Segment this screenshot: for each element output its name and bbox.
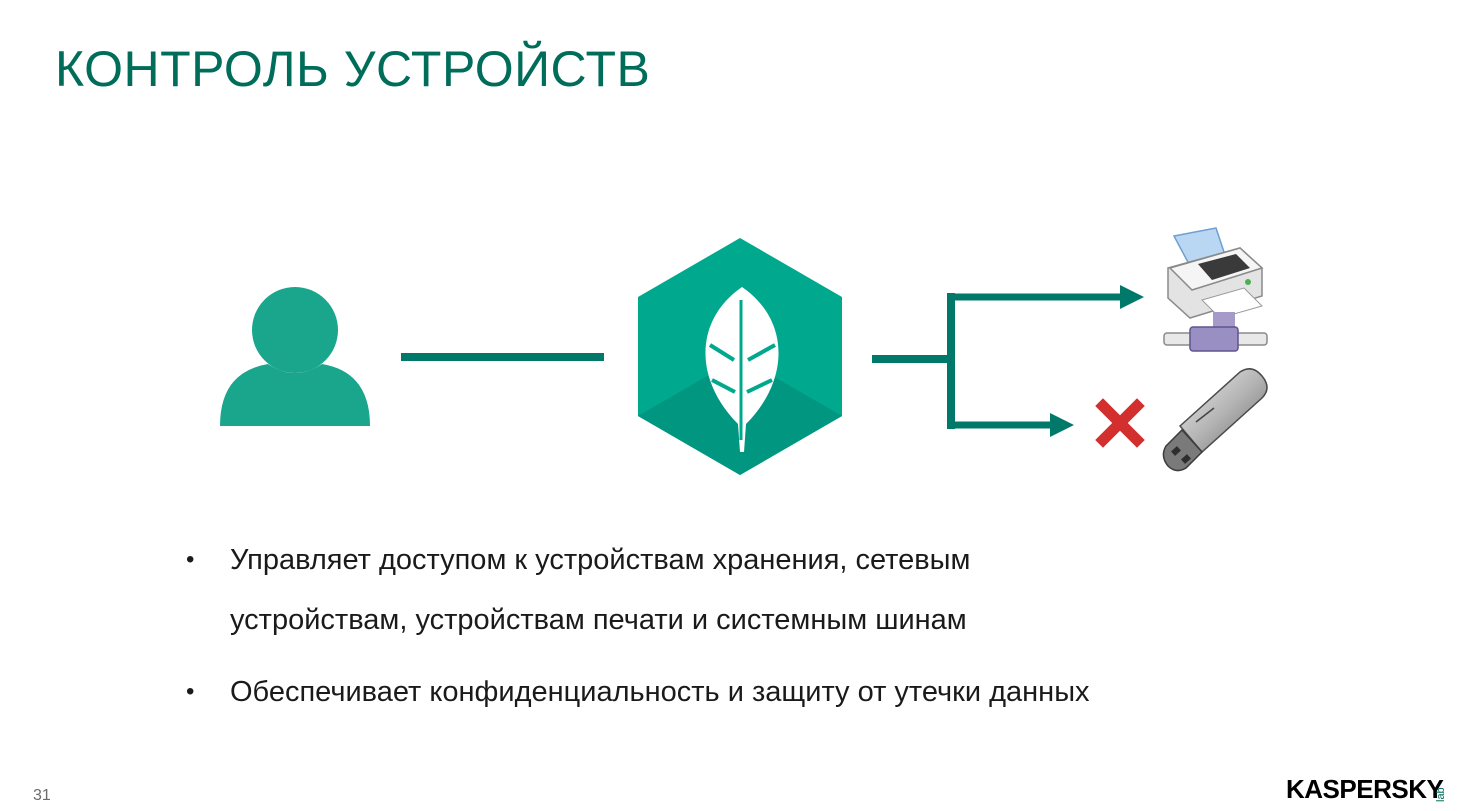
blocked-x-icon	[1095, 398, 1145, 448]
arrow-bottom-icon	[1050, 413, 1074, 437]
bullet-text-line: устройствам, устройствам печати и систем…	[230, 604, 967, 636]
logo-text: KASPERSKY	[1286, 774, 1443, 804]
network-printer-icon	[1163, 227, 1268, 352]
page-number: 31	[33, 787, 51, 804]
bullet-text-line: Обеспечивает конфиденциальность и защиту…	[230, 676, 1090, 708]
bullet-list: • Управляет доступом к устройствам хране…	[180, 530, 1280, 722]
user-icon	[220, 287, 370, 426]
kaspersky-hexagon-icon	[638, 238, 842, 475]
kaspersky-logo: KASPERSKY lab	[1286, 768, 1456, 811]
bullet-symbol: •	[186, 678, 195, 705]
slide-title: КОНТРОЛЬ УСТРОЙСТВ	[55, 41, 651, 97]
arrow-top-icon	[1120, 285, 1144, 309]
bullet-item: • Управляет доступом к устройствам хране…	[180, 530, 1280, 650]
bullet-item: • Обеспечивает конфиденциальность и защи…	[180, 662, 1280, 722]
bullet-symbol: •	[186, 546, 195, 573]
usb-drive-icon	[1162, 368, 1268, 472]
logo-suffix: lab	[1435, 787, 1447, 802]
bullet-text-line: Управляет доступом к устройствам хранени…	[230, 544, 971, 576]
